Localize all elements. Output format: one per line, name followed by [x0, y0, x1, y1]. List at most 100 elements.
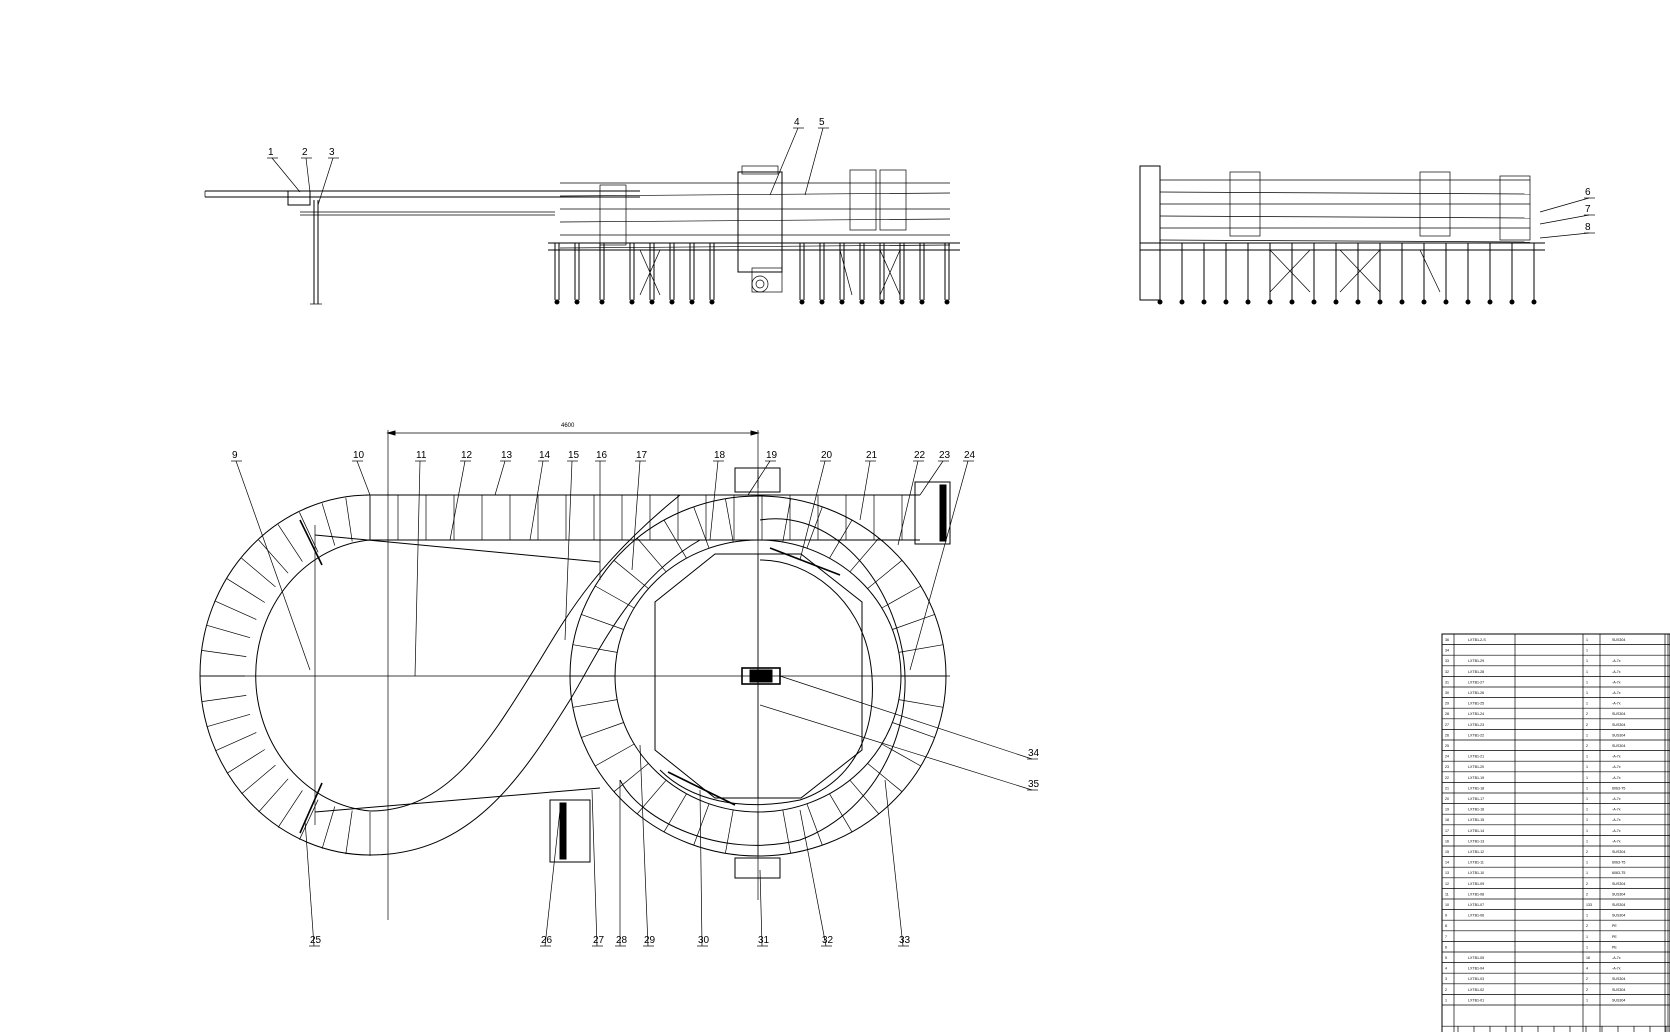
balloon-10: 10: [353, 450, 365, 461]
bom-row-code: LXTB1-23: [1468, 723, 1484, 727]
bom-row-no: 31: [1445, 680, 1449, 684]
balloon-8: 8: [1585, 222, 1591, 233]
bom-row-qty: 1: [1586, 829, 1588, 833]
bom-row-material: 6063-T5: [1612, 861, 1625, 865]
bom-row-material: -A-7x: [1612, 839, 1621, 843]
balloon-2: 2: [302, 147, 308, 158]
balloon-35: 35: [1028, 779, 1040, 790]
bom-row-code: LXTB1-12: [1468, 850, 1484, 854]
bom-row-material: -A-7x: [1612, 829, 1621, 833]
bom-row-code: LXTB1-29: [1468, 659, 1484, 663]
bom-row-code: LXTB1-01: [1468, 998, 1484, 1002]
bom-row-material: SUS304: [1612, 850, 1625, 854]
bom-row-code: LXTB1-14: [1468, 829, 1484, 833]
end-elevation-view: [1139, 165, 1545, 305]
bom-row-code: LXTB1-2-S: [1468, 638, 1486, 642]
bom-row-qty: 2: [1586, 924, 1588, 928]
balloon-27: 27: [593, 935, 605, 946]
bom-row-qty: 1: [1586, 691, 1588, 695]
bom-row-material: PE: [1612, 924, 1617, 928]
bom-row-no: 14: [1445, 861, 1449, 865]
bom-row-no: 8: [1445, 924, 1447, 928]
bom-row-qty: 2: [1586, 723, 1588, 727]
balloon-13: 13: [501, 450, 513, 461]
bom-row-no: 9: [1445, 914, 1447, 918]
bom-row-material: -A-7x: [1612, 808, 1621, 812]
bom-row-no: 23: [1445, 765, 1449, 769]
bom-row-qty: 1: [1586, 935, 1588, 939]
bom-row-qty: 1: [1586, 765, 1588, 769]
balloon-20: 20: [821, 450, 833, 461]
bom-row-no: 36: [1445, 638, 1449, 642]
bom-row-code: LXTB1-26: [1468, 691, 1484, 695]
bom-row-material: SUS304: [1612, 733, 1625, 737]
bom-row-no: 33: [1445, 659, 1449, 663]
balloon-15: 15: [568, 450, 580, 461]
balloon-29: 29: [644, 935, 656, 946]
bom-row-code: LXTB1-10: [1468, 871, 1484, 875]
bom-row-material: -A-7x: [1612, 702, 1621, 706]
bom-row-material: SUS304: [1612, 914, 1625, 918]
bom-row-no: 15: [1445, 850, 1449, 854]
bom-row-code: LXTB1-28: [1468, 670, 1484, 674]
bom-row-code: LXTB1-06: [1468, 914, 1484, 918]
bom-row-code: LXTB1-02: [1468, 988, 1484, 992]
bom-row-code: LXTB1-04: [1468, 967, 1484, 971]
balloon-23: 23: [939, 450, 951, 461]
bom-row-no: 30: [1445, 691, 1449, 695]
bom-row-no: 21: [1445, 786, 1449, 790]
bom-row-material: SUS304: [1612, 638, 1625, 642]
bom-row-no: 10: [1445, 903, 1449, 907]
bom-row-qty: 1: [1586, 755, 1588, 759]
balloon-30: 30: [698, 935, 710, 946]
bom-row-no: 18: [1445, 818, 1449, 822]
bom-row-code: LXTB1-25: [1468, 702, 1484, 706]
balloon-22: 22: [914, 450, 926, 461]
bom-row-qty: 133: [1586, 903, 1592, 907]
bom-row-material: -A-7x: [1612, 776, 1621, 780]
balloon-33: 33: [899, 935, 911, 946]
balloon-1: 1: [268, 147, 274, 158]
bom-row-material: -A-7x: [1612, 659, 1621, 663]
bom-row-material: PE: [1612, 935, 1617, 939]
bom-row-code: LXTB1-18: [1468, 786, 1484, 790]
bom-row-qty: 2: [1586, 850, 1588, 854]
bom-row-no: 12: [1445, 882, 1449, 886]
bom-row-code: LXTB1-05: [1468, 956, 1484, 960]
bom-row-qty: 1: [1586, 839, 1588, 843]
bom-row-code: LXTB1-22: [1468, 733, 1484, 737]
bom-row-qty: 1: [1586, 871, 1588, 875]
bom-row-qty: 16: [1586, 956, 1590, 960]
bom-row-no: 17: [1445, 829, 1449, 833]
balloon-25: 25: [310, 935, 322, 946]
bom-row-no: 6: [1445, 945, 1447, 949]
balloon-16: 16: [596, 450, 608, 461]
bom-row-no: 24: [1445, 755, 1449, 759]
bom-row-no: 29: [1445, 702, 1449, 706]
balloon-7: 7: [1585, 204, 1591, 215]
bom-row-code: LXTB1-11: [1468, 861, 1484, 865]
bom-row-qty: 1: [1586, 638, 1588, 642]
bom-row-qty: 1: [1586, 680, 1588, 684]
bom-row-no: 26: [1445, 733, 1449, 737]
bom-row-code: LXTB1-20: [1468, 765, 1484, 769]
bom-row-material: 6063-T5: [1612, 786, 1625, 790]
bom-row-qty: 2: [1586, 712, 1588, 716]
bom-row-qty: 2: [1586, 977, 1588, 981]
bom-row-qty: 1: [1586, 861, 1588, 865]
bom-row-material: SUS304: [1612, 882, 1625, 886]
bom-row-material: SUS304: [1612, 892, 1625, 896]
bom-row-material: SUS304: [1612, 998, 1625, 1002]
balloon-24: 24: [964, 450, 976, 461]
bom-row-no: 11: [1445, 892, 1449, 896]
balloon-14: 14: [539, 450, 551, 461]
bom-row-qty: 4: [1586, 967, 1588, 971]
bom-row-material: SUS304: [1612, 988, 1625, 992]
bom-row-qty: 1: [1586, 659, 1588, 663]
balloon-4: 4: [794, 117, 800, 128]
balloon-3: 3: [329, 147, 335, 158]
bom-row-no: 1: [1445, 998, 1447, 1002]
bom-row-code: LXTB1-15: [1468, 818, 1484, 822]
balloon-21: 21: [866, 450, 878, 461]
